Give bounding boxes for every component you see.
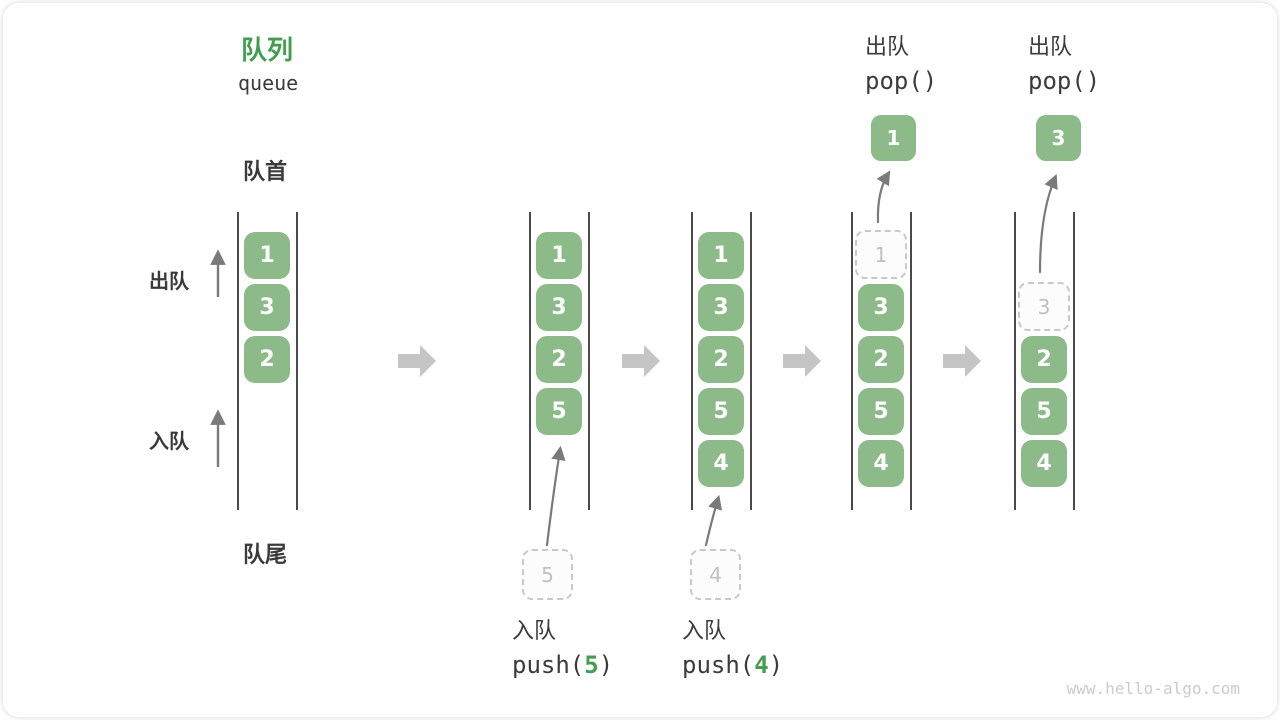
rail-left [691, 212, 693, 510]
queue-cell: 4 [858, 440, 904, 487]
push5-code-arg: 5 [584, 651, 599, 679]
queue-cell: 5 [698, 388, 744, 435]
incoming-element-4: 4 [690, 549, 741, 600]
push5-code-open: push( [512, 651, 585, 679]
push5-code-close: ) [598, 651, 614, 679]
rail-left [851, 212, 853, 510]
queue-cell: 3 [244, 284, 290, 331]
push4-code-open: push( [682, 651, 755, 679]
queue-cell-removed: 3 [1018, 282, 1070, 331]
pop2-caption-code: pop() [1028, 67, 1101, 95]
queue-cell: 2 [1021, 336, 1067, 383]
queue-step-5: 3 2 5 4 [1014, 212, 1075, 510]
queue-cell: 1 [698, 232, 744, 279]
push4-caption-code: push(4) [682, 648, 783, 682]
pop1-caption: 出队 pop() [865, 30, 937, 98]
page-subtitle: queue [238, 71, 299, 95]
queue-cell: 2 [698, 336, 744, 383]
diagram-card [3, 3, 1277, 717]
queue-cell: 4 [1021, 440, 1067, 487]
rail-right [910, 212, 912, 510]
queue-step-2: 1 3 2 5 [529, 212, 590, 510]
rail-left [1014, 212, 1016, 510]
pop2-caption-zh: 出队 [1028, 34, 1073, 59]
watermark: www.hello-algo.com [1066, 679, 1240, 698]
popped-element-3: 3 [1036, 115, 1081, 161]
rail-left [529, 212, 531, 510]
queue-cell: 2 [858, 336, 904, 383]
push5-caption-zh: 入队 [512, 618, 557, 643]
enqueue-side-label: 入队 [149, 431, 189, 453]
rail-right [296, 212, 298, 510]
queue-cell: 3 [536, 284, 582, 331]
push4-code-close: ) [768, 651, 784, 679]
queue-step-1: 1 3 2 [237, 212, 298, 510]
rail-right [1073, 212, 1075, 510]
queue-step-3: 1 3 2 5 4 [691, 212, 752, 510]
push5-caption-code: push(5) [512, 648, 613, 682]
queue-cell: 3 [698, 284, 744, 331]
push4-caption: 入队 push(4) [682, 614, 783, 682]
rail-right [750, 212, 752, 510]
queue-cell: 1 [536, 232, 582, 279]
queue-cell: 5 [858, 388, 904, 435]
pop1-caption-zh: 出队 [865, 34, 910, 59]
queue-cell: 4 [698, 440, 744, 487]
push5-caption: 入队 push(5) [512, 614, 613, 682]
queue-cell: 2 [536, 336, 582, 383]
page-title: 队列 [241, 35, 294, 65]
queue-cell: 2 [244, 336, 290, 383]
dequeue-side-label: 出队 [149, 271, 189, 293]
pop1-caption-code: pop() [865, 67, 938, 95]
queue-rear-label: 队尾 [243, 542, 288, 567]
queue-cell: 5 [1021, 388, 1067, 435]
incoming-element-5: 5 [522, 549, 573, 600]
queue-step-4: 1 3 2 5 4 [851, 212, 912, 510]
rail-left [237, 212, 239, 510]
queue-cell: 1 [244, 232, 290, 279]
push4-code-arg: 4 [754, 651, 769, 679]
queue-cell: 5 [536, 388, 582, 435]
rail-right [588, 212, 590, 510]
popped-element-1: 1 [871, 115, 916, 161]
push4-caption-zh: 入队 [682, 618, 727, 643]
queue-front-label: 队首 [243, 159, 288, 184]
pop2-caption: 出队 pop() [1028, 30, 1100, 98]
queue-cell-removed: 1 [855, 230, 907, 279]
queue-cell: 3 [858, 284, 904, 331]
